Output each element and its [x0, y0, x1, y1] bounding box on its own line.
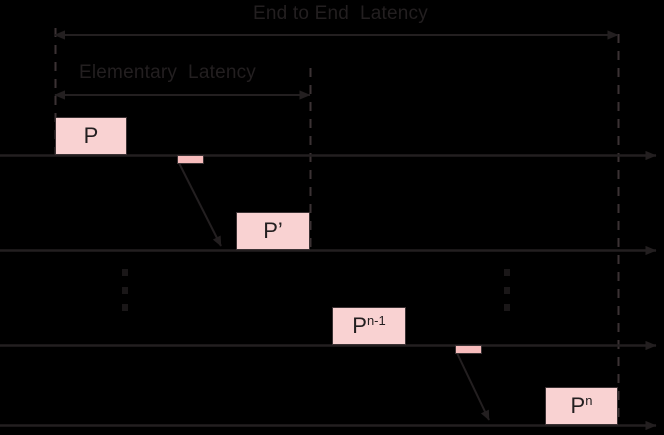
packet-superscript-p-n-minus-1: n-1	[366, 312, 386, 328]
packet-label-p-n: P	[570, 393, 586, 418]
propagation-arrow-hop-3-to-4	[456, 352, 490, 421]
packet-box-p-prime: P’	[236, 212, 310, 250]
tick-hop-3	[455, 345, 482, 354]
dashed-guide-lines	[54, 28, 620, 425]
tick-hop-1	[177, 155, 204, 164]
packet-box-p: P	[55, 117, 127, 155]
packet-label-p-prime: P’	[263, 218, 283, 243]
elementary-latency-label: Elementary Latency	[79, 62, 256, 83]
packet-label-p-n-minus-1: P	[352, 313, 367, 338]
packet-superscript-p-n: n	[585, 392, 593, 408]
left-ellipsis-icon	[121, 269, 128, 311]
propagation-arrow-hop-1-to-2	[178, 162, 222, 247]
right-ellipsis-icon	[503, 269, 510, 311]
end-to-end-latency-label: End to End Latency	[253, 3, 428, 24]
packet-label-p: P	[83, 123, 99, 148]
